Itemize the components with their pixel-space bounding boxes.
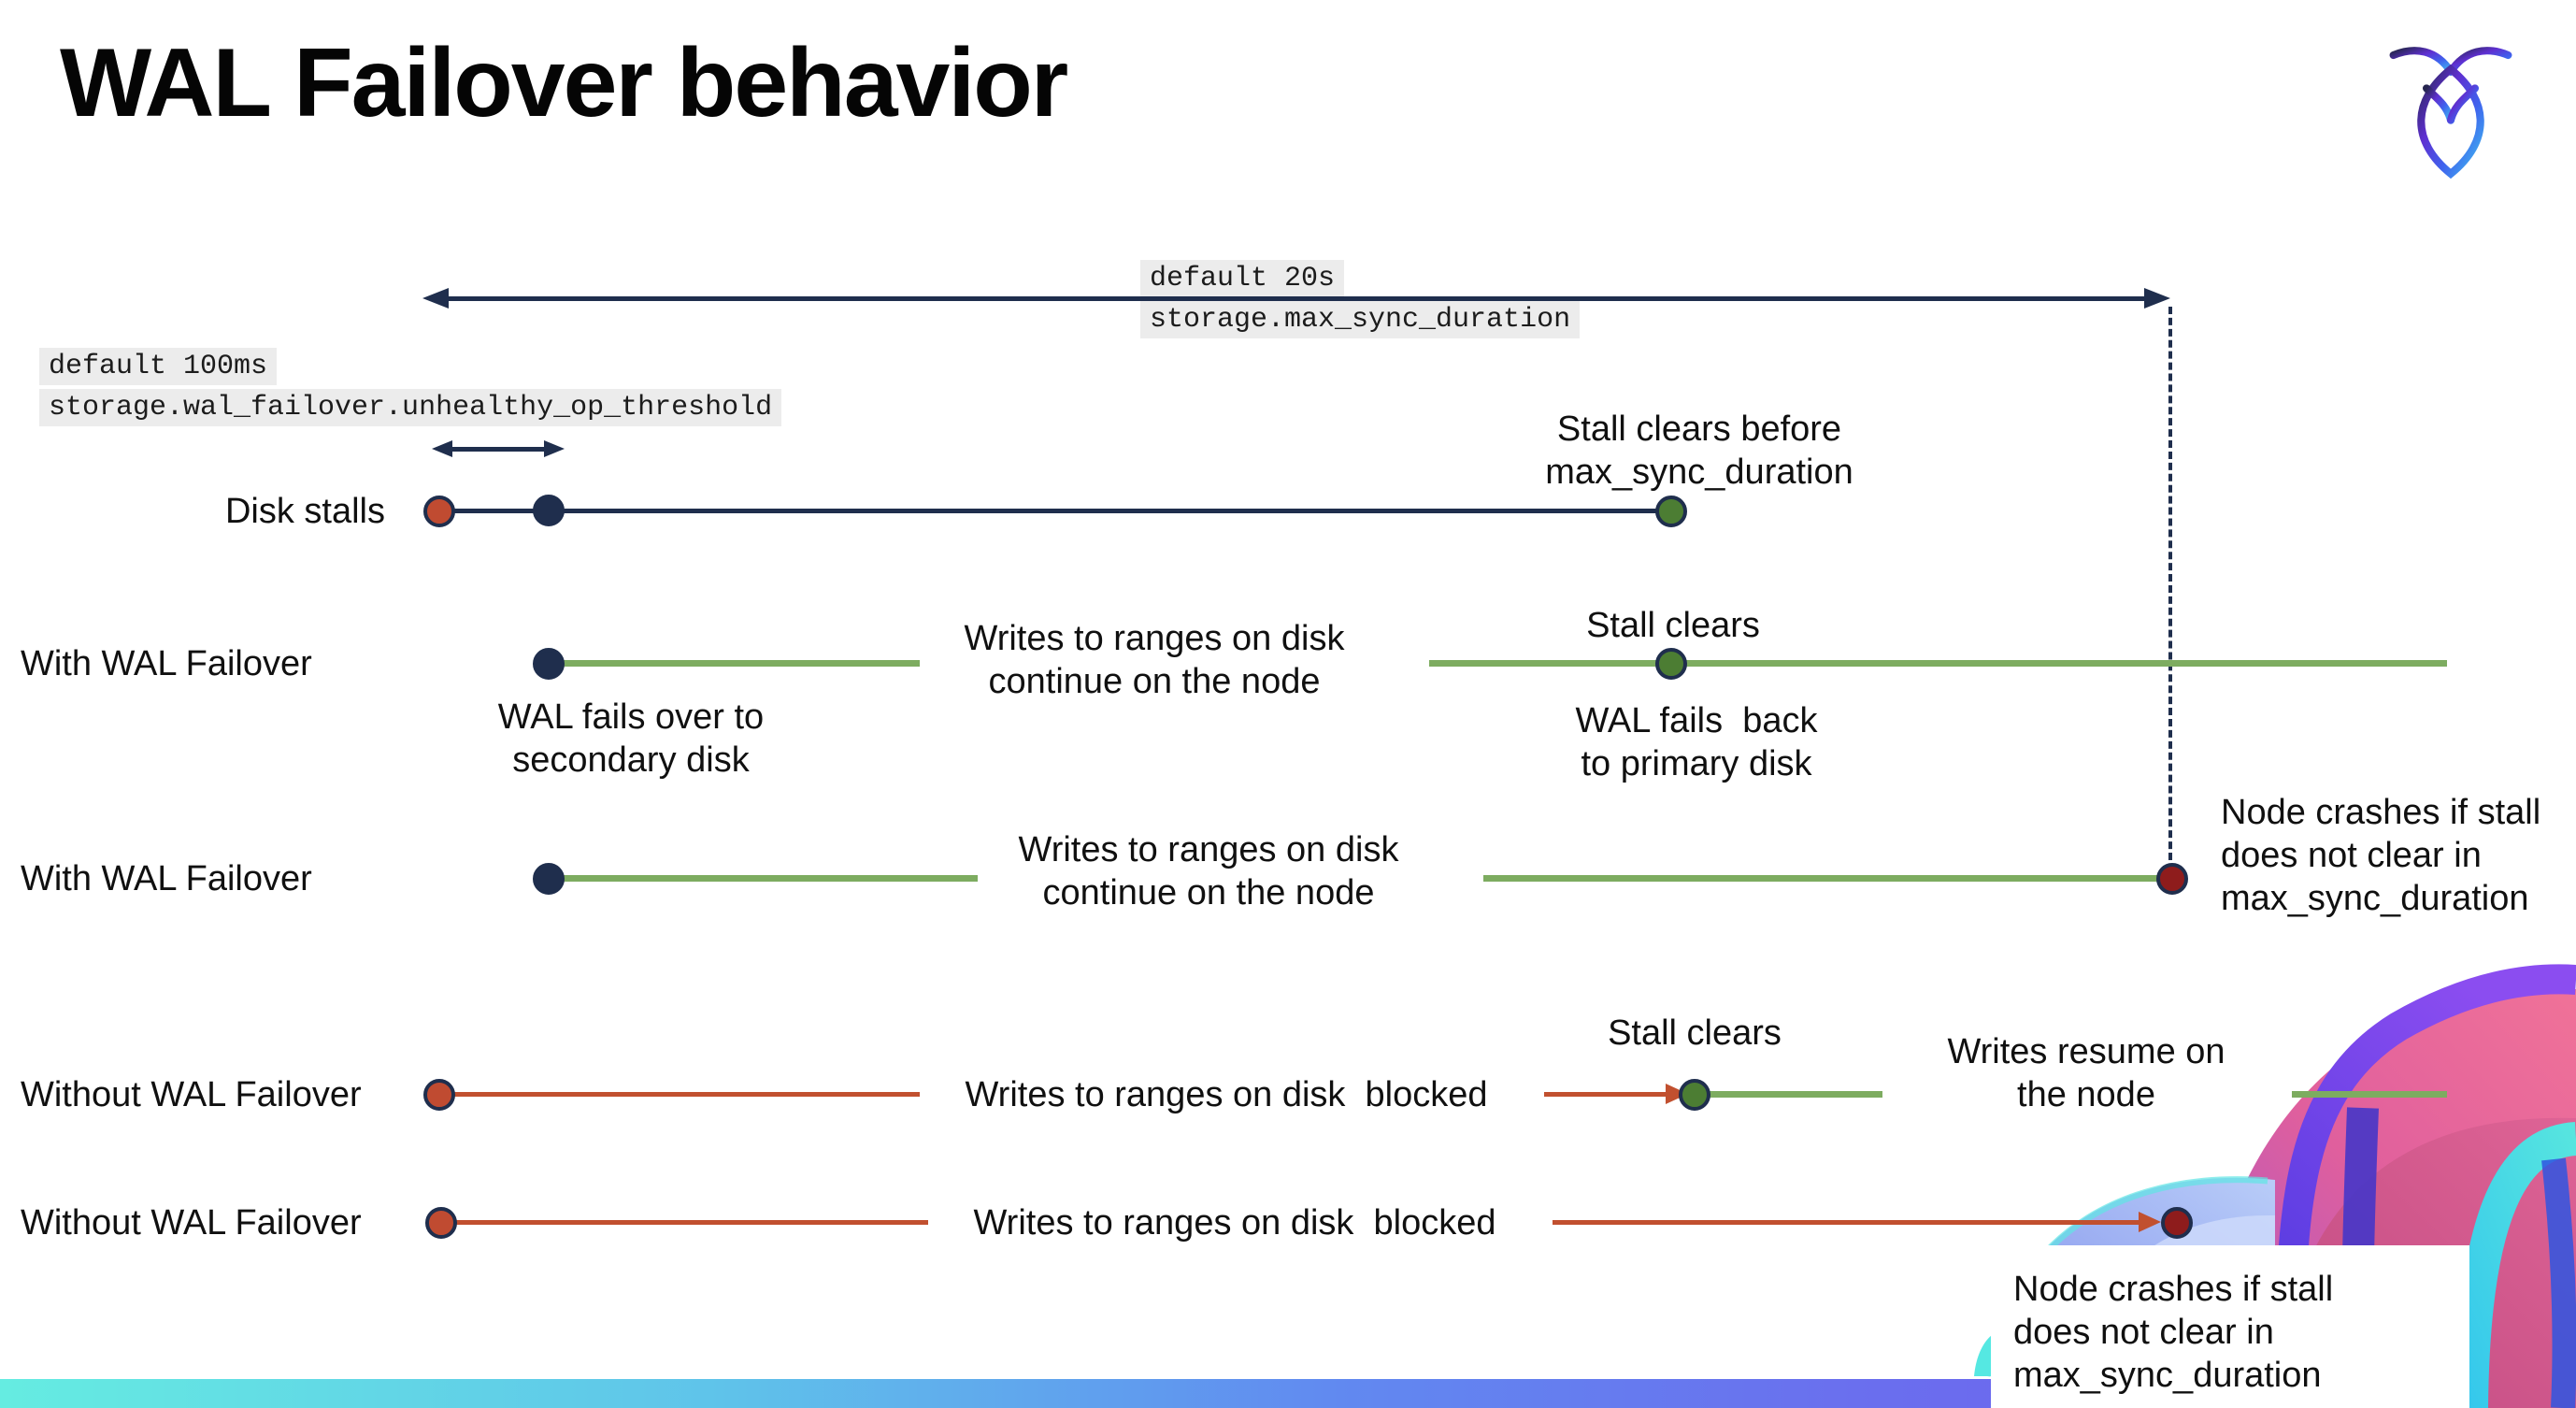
row-label-with-wal-failover-1: With WAL Failover [21,644,312,683]
timeline-dot-r1-stall [423,496,455,527]
threshold-setting-label: storage.wal_failover.unhealthy_op_thresh… [39,389,782,426]
annotation-node-crashes-r3: Node crashes if stall does not clear in … [2221,793,2541,918]
timeline-segment-r2-green-2 [1429,660,2447,667]
arrowhead-right-icon [2144,288,2170,309]
max-sync-default-label: default 20s [1140,260,1345,297]
node-crash-note-box: Node crashes if stall does not clear in … [1991,1245,2469,1408]
cockroachdb-logo-icon [2389,47,2512,180]
annotation-writes-resume: Writes resume on the node [1947,1032,2225,1114]
timeline-segment-r4-red-1 [439,1092,920,1097]
timeline-segment-r3-green-1 [549,875,978,882]
timeline-dot-r1-stall-clears [1655,496,1687,527]
slide-title: WAL Failover behavior [60,29,1068,137]
timeline-segment-r5-red-1 [441,1220,928,1225]
threshold-arrowhead-right-icon [544,440,565,457]
timeline-dot-r1-failover [533,495,565,526]
threshold-default-label: default 100ms [39,348,278,385]
annotation-stall-clears-r2: Stall clears [1586,606,1760,645]
timeline-segment-r4-red-2 [1544,1092,1667,1097]
timeline-dot-r2-failover [533,648,565,680]
threshold-arrow-line [451,447,544,452]
annotation-writes-continue-r2: Writes to ranges on disk continue on the… [964,619,1345,701]
row-label-with-wal-failover-2: With WAL Failover [21,859,312,898]
timeline-dot-r5-stall [425,1207,457,1239]
timeline-segment-r1-navy [439,509,1671,513]
max-sync-setting-label: storage.max_sync_duration [1140,301,1581,338]
red-arrowhead-r5-icon [2139,1212,2161,1232]
timeline-dot-r5-crash [2161,1207,2193,1239]
annotation-stall-clears-before: Stall clears before max_sync_duration [1545,409,1853,492]
arrowhead-left-icon [422,288,449,309]
max-sync-duration-callout: default 20s storage.max_sync_duration [1140,260,1581,342]
annotation-wal-fails-over: WAL fails over to secondary disk [497,697,765,780]
max-sync-duration-arrow-line [439,296,2146,301]
timeline-segment-r2-green-1 [549,660,920,667]
timeline-dot-r3-failover [533,863,565,895]
annotation-writes-blocked-r4: Writes to ranges on disk blocked [965,1075,1488,1114]
annotation-stall-clears-r4: Stall clears [1608,1013,1782,1053]
timeline-segment-r3-green-2 [1483,875,2157,882]
timeline-segment-r5-red-2 [1553,1220,2140,1225]
unhealthy-op-threshold-callout: default 100ms storage.wal_failover.unhea… [39,348,782,430]
timeline-dot-r4-stall-clears [1679,1079,1710,1111]
row-label-without-wal-failover-1: Without WAL Failover [21,1075,362,1114]
annotation-wal-fails-back: WAL fails back to primary disk [1575,701,1818,783]
timeline-segment-r4-green-1 [1695,1091,1882,1098]
annotation-writes-blocked-r5: Writes to ranges on disk blocked [973,1203,1496,1243]
timeline-dot-r2-stall-clears [1655,648,1687,680]
timeline-dot-r3-crash [2156,863,2188,895]
annotation-node-crashes-r5: Node crashes if stall does not clear in … [2013,1270,2334,1395]
row-label-disk-stalls: Disk stalls [224,492,385,531]
timeline-dot-r4-stall [423,1079,455,1111]
annotation-writes-continue-r3: Writes to ranges on disk continue on the… [1018,830,1399,912]
timeline-segment-r4-green-2 [2292,1091,2447,1098]
threshold-arrowhead-left-icon [432,440,452,457]
deadline-dashed-line [2168,307,2172,860]
row-label-without-wal-failover-2: Without WAL Failover [21,1203,362,1243]
